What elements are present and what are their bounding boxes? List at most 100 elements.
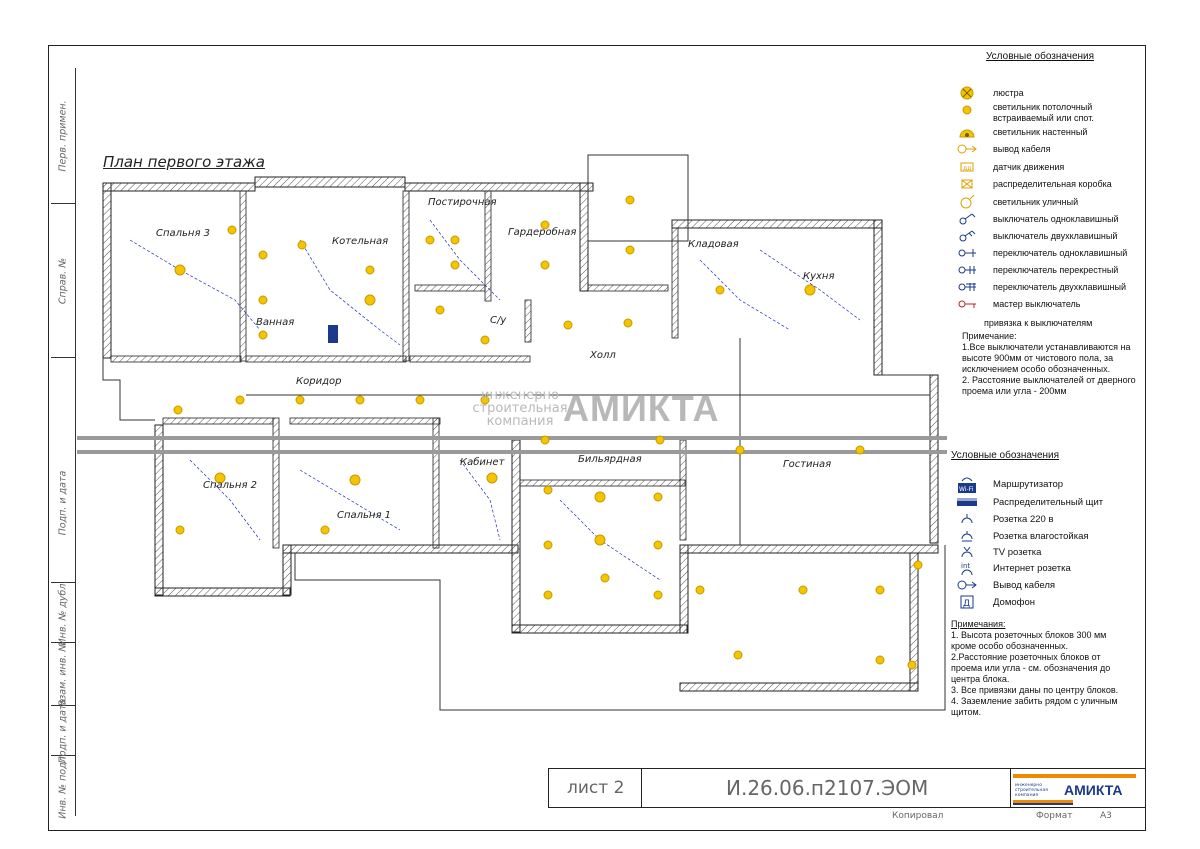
scan-band [77,436,947,440]
legend-label: Вывод кабеля [993,579,1056,591]
legend-row: Вывод кабеля [955,577,1055,593]
note-line: кроме особо обозначенных. [951,641,1068,651]
sheet-frame [48,45,1146,831]
legend-label: Розетка 220 в [993,513,1054,525]
room-label: Кладовая [688,239,739,250]
sheet-number: лист 2 [567,778,625,798]
legend-row: светильник уличный [955,194,1078,210]
title-block: лист 2 И.26.06.п2107.ЭОМ инженерно строи… [548,768,1146,831]
internet-glyph: int [961,562,970,570]
sheet-cell: лист 2 [548,768,642,808]
motion-sensor-icon: дд [955,159,979,175]
note-line: проема или угла - см. обозначения до [951,663,1111,673]
legend-title: Условные обозначения [951,450,1060,461]
legend-label: светильник потолочный встраиваемый или с… [993,102,1094,123]
tv-socket-icon [955,544,979,560]
legend-label: Интернет розетка [993,562,1071,574]
room-label: Постирочная [428,197,497,208]
toggle-cross-icon [955,262,979,278]
notes-title: Примечания: [951,619,1006,629]
note-line: щитом. [951,707,982,717]
copied-label: Копировал [892,811,944,821]
legend-row: Розетка влагостойкая [955,528,1089,544]
side-cell: Инв. № дубл. [51,580,75,645]
logo-cell: инженерно строительная компания АМИКТА [1011,768,1146,808]
legend-row: TV розетка [955,544,1041,560]
plan-title: План первого этажа [103,153,265,171]
room-label: Кухня [803,271,835,282]
side-cell: Подп. и дата [51,423,75,583]
legend-label: Розетка влагостойкая [993,530,1089,542]
outline-lines [102,154,946,711]
room-label: Спальня 3 [156,228,211,239]
cable-outlet-icon [955,141,979,157]
room-label: Котельная [332,236,389,247]
legend-label: распределительная коробка [993,179,1112,189]
legend-label: Распределительный щит [993,496,1104,508]
document-code: И.26.06.п2107.ЭОМ [726,776,929,800]
room-label: С/у [490,315,507,326]
legend-label: Домофон [993,596,1035,608]
room-label: Спальня 2 [203,480,258,491]
code-cell: И.26.06.п2107.ЭОМ [642,768,1011,808]
legend-label: выключатель одноклавишный [993,214,1119,224]
legend-row: Д Домофон [955,594,1035,610]
legend-row: люстра [955,85,1024,101]
ceiling-light-icon [955,102,979,118]
room-label: Кабинет [460,457,505,468]
legend-label: переключатель одноклавишный [993,248,1128,258]
switch-double-icon [955,228,979,244]
legend-label: люстра [993,88,1024,98]
svg-text:дд: дд [963,165,971,172]
note-line: проема или угла - 200мм [962,386,1067,396]
note-line: 3. Все привязки даны по центру блоков. [951,685,1119,695]
socket-icon [955,511,979,527]
exterior-walls [102,176,939,692]
legend-row: переключатель одноклавишный [955,245,1127,261]
legend-row: переключатель перекрестный [955,262,1118,278]
router-icon: Wi-Fi [955,476,979,493]
switch-single-icon [955,211,979,227]
internet-socket-icon: int [955,560,979,576]
wall-light-icon [955,124,979,140]
logo-subtitle: инженерно строительная компания [1015,783,1048,798]
note-line: 2.Расстояние розеточных блоков от [951,652,1101,662]
room-label: Бильярдная [578,454,642,465]
anchor-note: привязка к выключателям [984,318,1093,328]
format-value: А3 [1100,811,1112,821]
legend-title: Условные обозначения [986,51,1095,62]
cable-outlet-icon [955,577,979,593]
legend-row: мастер выключатель [955,296,1080,312]
note-line: 2. Расстояние выключателей от дверного [962,375,1136,385]
note-line: высоте 900мм от чистового пола, за [962,353,1114,363]
side-stamp: Перв. примен. Справ. № Подп. и дата Инв.… [51,68,76,819]
side-cell: Взам. инв. № [51,642,75,706]
room-label: Гостиная [783,459,832,470]
note-line: 1. Высота розеточных блоков 300 мм [951,630,1107,640]
legend-row: вывод кабеля [955,141,1051,157]
room-label: Холл [590,350,616,361]
legend-row: Wi-Fi Маршрутизатор [955,474,1063,494]
room-label: Ванная [256,317,295,328]
legend-label: мастер выключатель [993,299,1081,309]
legend-label: переключатель двухклавишный [993,282,1127,292]
street-light-icon [955,194,979,210]
light-fixtures [173,195,923,670]
note-line: 1.Все выключатели устанавливаются на [962,342,1131,352]
junction-box-icon [955,176,979,192]
logo-brand: АМИКТА [1064,782,1123,798]
room-label: Коридор [296,376,342,387]
legend-label: Маршрутизатор [993,478,1064,490]
legend-row: дд датчик движения [955,159,1064,175]
room-label: Гардеробная [508,227,577,238]
intercom-icon: Д [955,594,979,610]
legend-row: int Интернет розетка [955,560,1071,576]
watermark-brand: АМИКТА [563,388,720,429]
format-label: Формат [1036,811,1073,821]
legend-label: выключатель двухклавишный [993,231,1118,241]
side-cell: Перв. примен. [51,68,75,204]
intercom-glyph: Д [963,599,970,609]
panel-symbol [328,325,338,343]
note-line: исключением особо обозначенных. [962,364,1111,374]
